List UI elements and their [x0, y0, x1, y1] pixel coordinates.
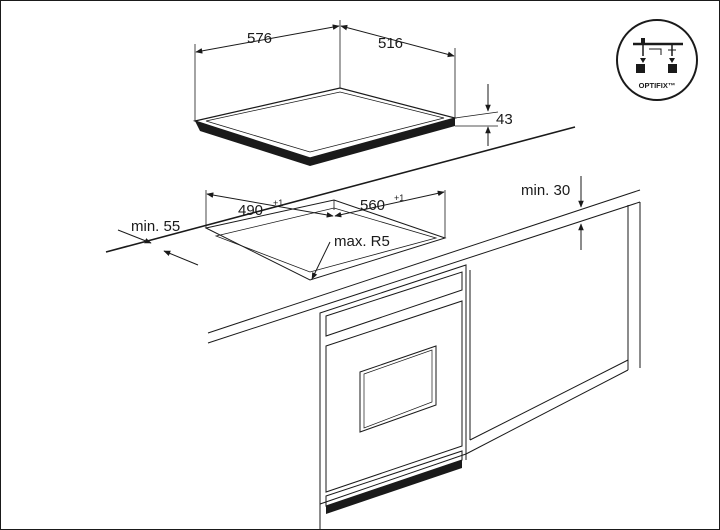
worktop-back-edge: [105, 126, 576, 253]
cutout-depth-dimension-line: [334, 190, 445, 218]
cabinet-inner-edge: [469, 359, 629, 441]
corner-radius-label: max. R5: [334, 233, 390, 250]
hob-front-left-edge: [195, 121, 310, 166]
oven-control-panel: [325, 271, 463, 337]
worktop-cutout: [204, 190, 447, 281]
hob: [192, 87, 458, 166]
worktop-front-lower-edge: [207, 201, 641, 344]
hob-depth-label: 516: [378, 35, 403, 52]
wall-clearance-label: min. 30: [521, 182, 570, 199]
oven-window-outer: [359, 345, 437, 433]
cutout-width-dimension-line: [206, 192, 334, 218]
hob-height-label: 43: [496, 111, 513, 128]
hob-top-surface: [192, 87, 458, 159]
oven: [325, 271, 463, 514]
hob-width-label: 576: [247, 30, 272, 47]
optifix-label: OPTIFIX™: [639, 81, 676, 90]
cabinet-plinth-edge: [465, 369, 629, 455]
edge-clearance-dimension: [117, 229, 199, 266]
hob-inner-frame: [205, 91, 445, 153]
hob-front-right-edge: [310, 118, 455, 166]
hob-depth-dimension-line: [340, 24, 455, 58]
optifix-badge: OPTIFIX™: [616, 19, 698, 101]
hob-width-dimension-line: [195, 24, 340, 54]
cutout-depth-label: 560: [360, 197, 385, 214]
base-cabinet: [319, 264, 629, 530]
cutout-depth-tolerance: +1: [394, 193, 404, 203]
cutout-width-tolerance: +1: [273, 198, 283, 208]
optifix-mounting-icon: [633, 38, 683, 73]
oven-door: [325, 300, 463, 493]
oven-window-inner: [363, 349, 433, 429]
hob-dimensions: [194, 20, 499, 146]
corner-radius-leader: [311, 241, 331, 280]
oven-plinth: [326, 460, 462, 514]
worktop-front-edge: [207, 189, 641, 334]
edge-clearance-label: min. 55: [131, 218, 180, 235]
worktop: [105, 126, 641, 370]
cutout-width-label: 490: [238, 202, 263, 219]
